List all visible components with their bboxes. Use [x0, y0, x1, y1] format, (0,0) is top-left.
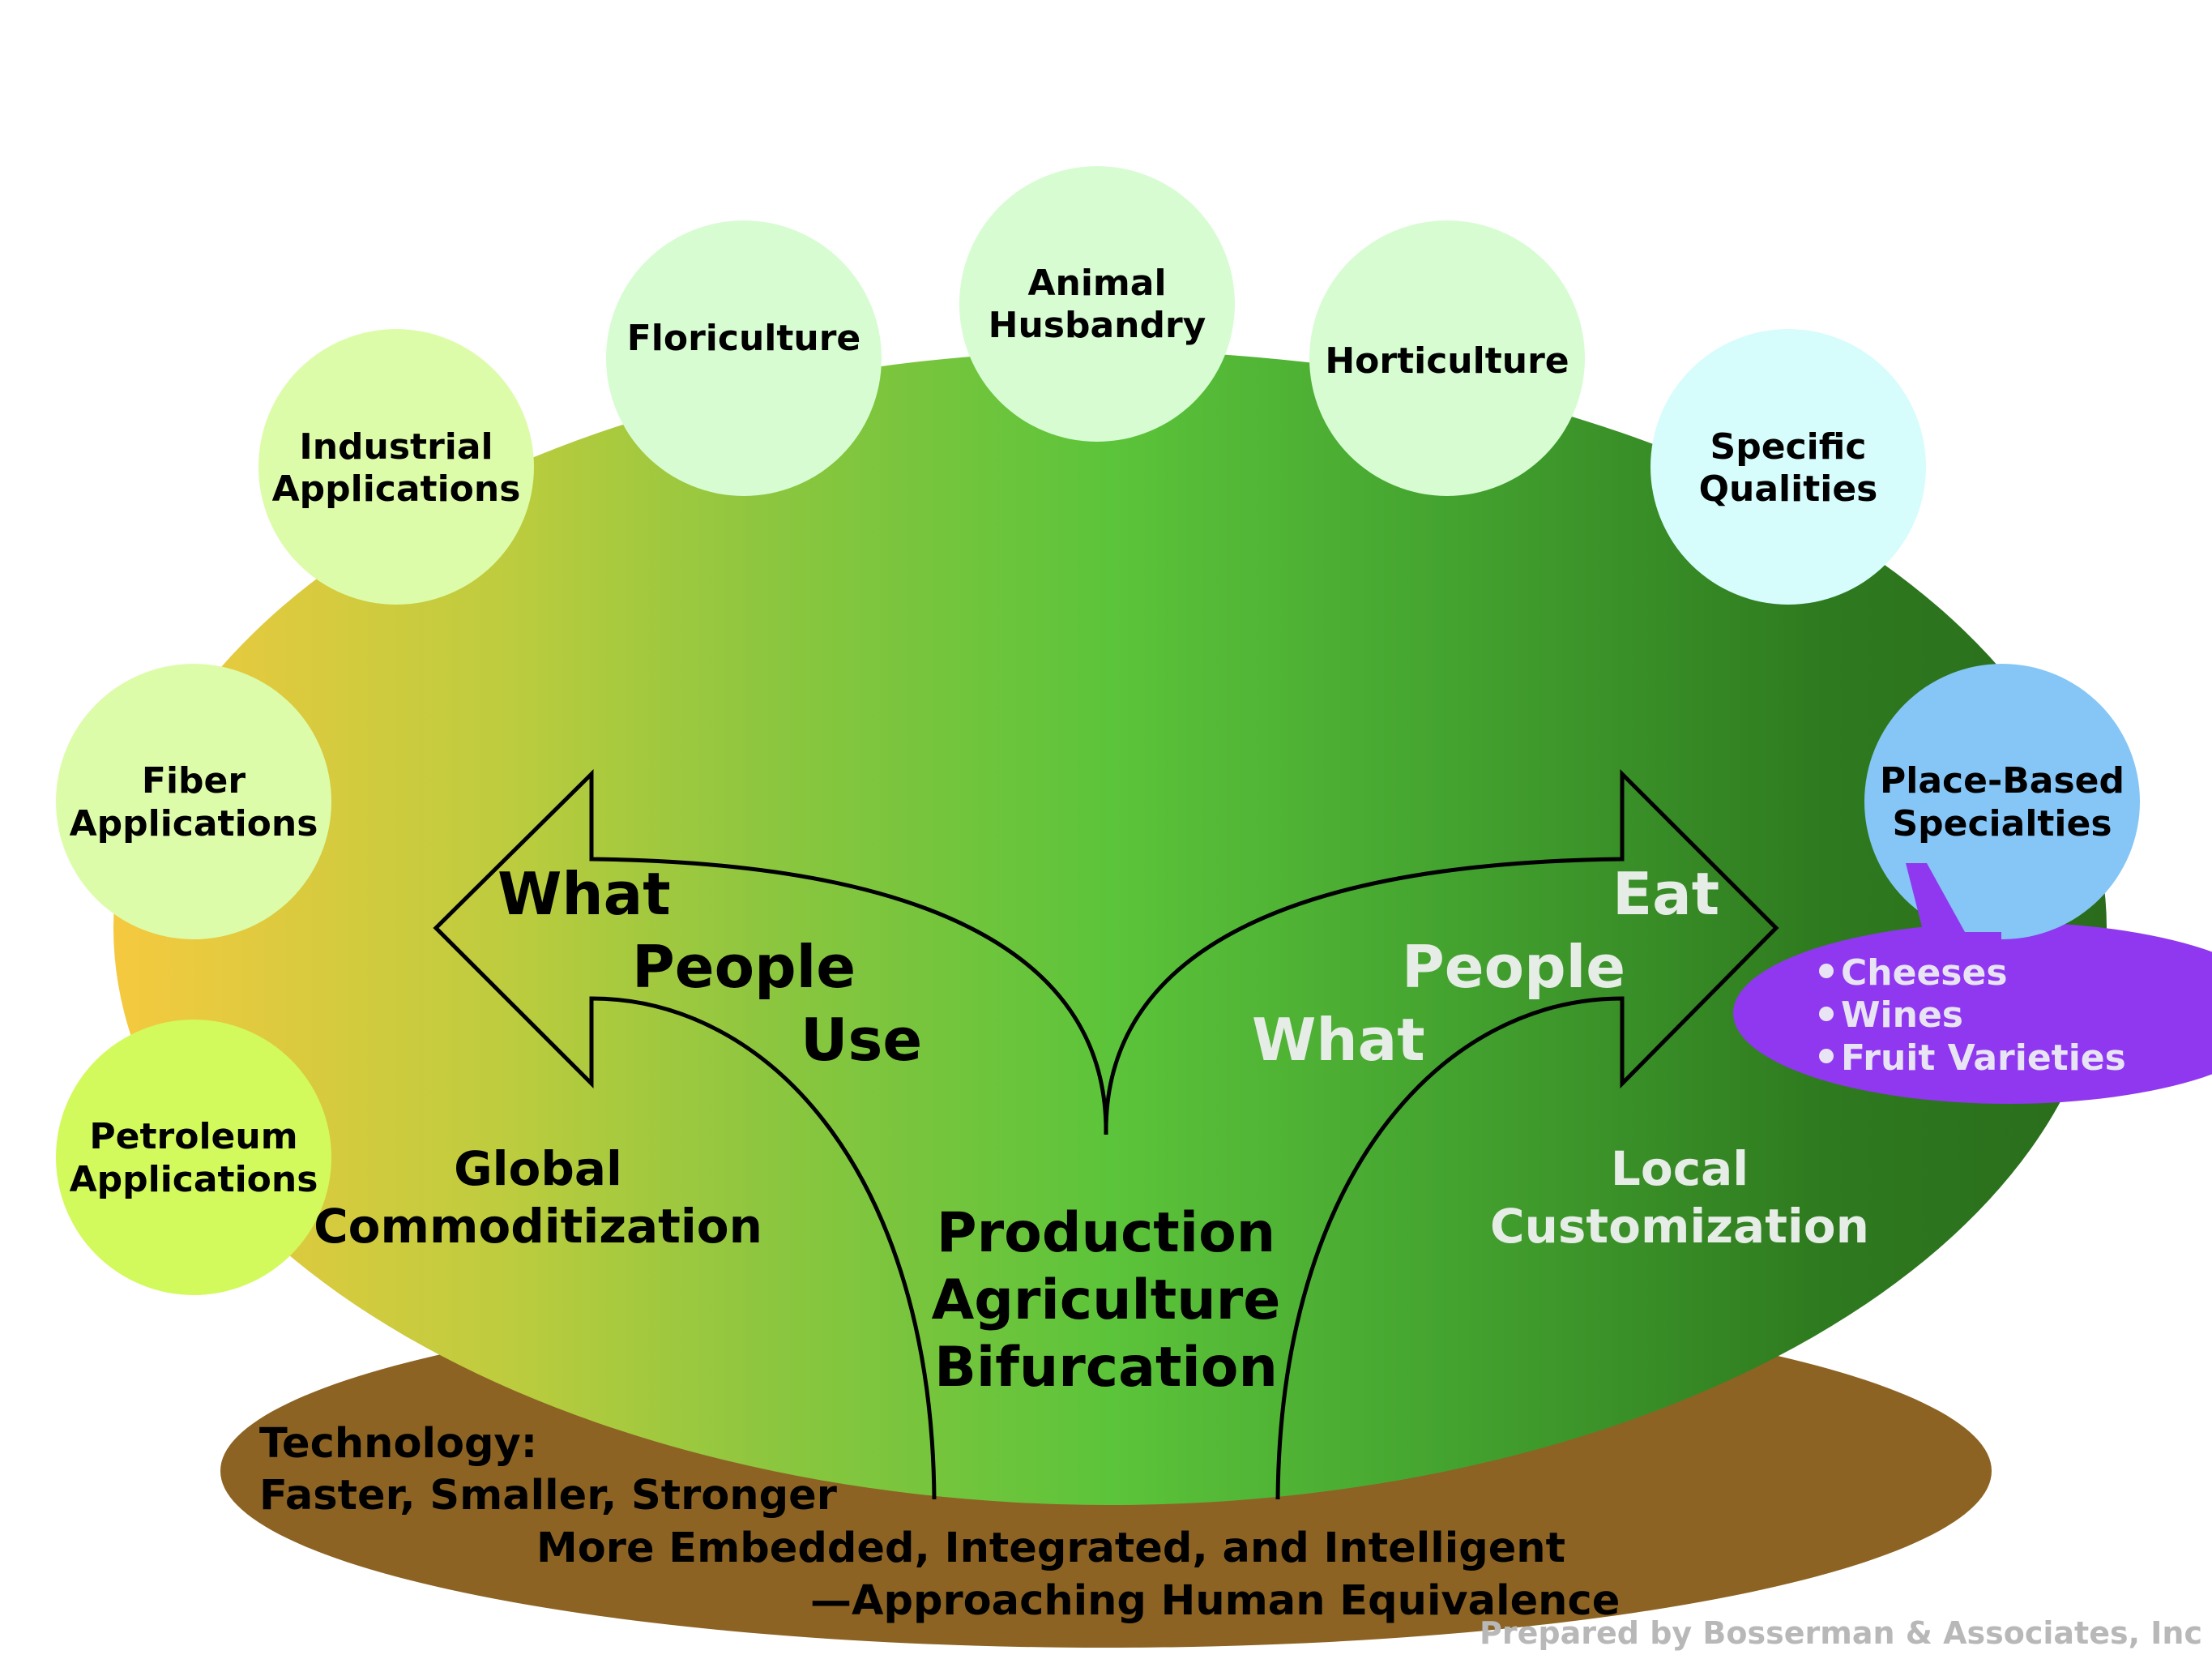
- svg-text:Horticulture: Horticulture: [1325, 340, 1569, 382]
- circle-label-line: Animal: [1027, 263, 1166, 304]
- circle-label-line: Specific: [1710, 426, 1867, 468]
- svg-text:Agriculture: Agriculture: [932, 1268, 1281, 1332]
- svg-text:Local: Local: [1611, 1141, 1749, 1196]
- center-title: Production Agriculture Bifurcation: [932, 1201, 1281, 1400]
- right-arrow-label: Eat People What: [1252, 860, 1719, 1074]
- circle-label-line: Industrial: [299, 426, 493, 468]
- technology-line: —Approaching Human Equivalence: [810, 1577, 1620, 1625]
- bullet-icon: [1819, 1007, 1834, 1021]
- side-label-line: Customization: [1490, 1199, 1869, 1254]
- technology-line: Technology:: [259, 1420, 537, 1468]
- technology-line: Faster, Smaller, Stronger: [259, 1472, 837, 1520]
- callout-tail: [1906, 863, 2001, 952]
- circle-label-line: Applications: [70, 803, 318, 844]
- svg-text:Technology:: Technology:: [259, 1420, 537, 1468]
- circle-label-line: Qualities: [1699, 468, 1878, 510]
- circle-floriculture: Floriculture: [606, 220, 882, 496]
- circle-label-line: Petroleum: [89, 1116, 297, 1157]
- circle-place-based-specialties: Place-Based Specialties: [1864, 664, 2140, 939]
- svg-text:Fruit Varieties: Fruit Varieties: [1841, 1037, 2126, 1079]
- svg-text:Husbandry: Husbandry: [989, 305, 1206, 346]
- svg-text:Applications: Applications: [70, 803, 318, 844]
- svg-text:More Embedded, Integrated, and: More Embedded, Integrated, and Intellige…: [536, 1524, 1565, 1572]
- credit-text: Prepared by Bosserman & Associates, Inc: [1480, 1615, 2202, 1651]
- bullet-icon: [1819, 964, 1834, 978]
- svg-text:Commoditization: Commoditization: [314, 1199, 762, 1254]
- circle-specific-qualities: Specific Qualities: [1650, 329, 1926, 605]
- list-item: Cheeses: [1841, 952, 2008, 994]
- circle-label-line: Specialties: [1892, 803, 2112, 844]
- left-arrow: [433, 769, 1108, 1500]
- arrow-word: What: [497, 860, 671, 928]
- svg-text:—Approaching Human Equivalence: —Approaching Human Equivalence: [810, 1577, 1620, 1625]
- side-label-line: Commoditization: [314, 1199, 762, 1254]
- bullet-icon: [1819, 1049, 1834, 1063]
- svg-text:People: People: [1402, 933, 1625, 1001]
- svg-text:Industrial: Industrial: [299, 426, 493, 468]
- svg-text:Fiber: Fiber: [142, 760, 246, 802]
- svg-text:Place-Based: Place-Based: [1880, 760, 2124, 802]
- circle-animal-husbandry: Animal Husbandry: [959, 166, 1235, 442]
- svg-text:Cheeses: Cheeses: [1841, 952, 2008, 994]
- svg-text:People: People: [632, 933, 856, 1001]
- svg-text:Wines: Wines: [1841, 994, 1963, 1036]
- arrow-word: Use: [801, 1006, 922, 1074]
- circle-label-line: Floriculture: [627, 318, 861, 359]
- circle-label-line: Applications: [272, 468, 521, 510]
- svg-text:Animal: Animal: [1027, 263, 1166, 304]
- center-title-line: Bifurcation: [934, 1336, 1278, 1400]
- circle-label-line: Applications: [70, 1159, 318, 1200]
- svg-text:Specific: Specific: [1710, 426, 1867, 468]
- left-arrow-label: What People Use: [497, 860, 922, 1074]
- circle-horticulture: Horticulture: [1309, 220, 1585, 496]
- svg-text:Floriculture: Floriculture: [627, 318, 861, 359]
- list-item: Wines: [1841, 994, 1963, 1036]
- circle-petroleum-applications: Petroleum Applications: [56, 1020, 331, 1295]
- local-customization: Local Customization: [1490, 1141, 1869, 1254]
- svg-text:Faster, Smaller, Stronger: Faster, Smaller, Stronger: [259, 1472, 837, 1520]
- arrow-word: People: [632, 933, 856, 1001]
- svg-text:Qualities: Qualities: [1699, 468, 1878, 510]
- svg-text:Use: Use: [801, 1006, 922, 1074]
- svg-text:Applications: Applications: [70, 1159, 318, 1200]
- arrow-word: Eat: [1612, 860, 1719, 928]
- side-label-line: Global: [454, 1141, 622, 1196]
- list-item: Fruit Varieties: [1841, 1037, 2126, 1079]
- svg-text:Production: Production: [937, 1201, 1275, 1265]
- svg-text:Specialties: Specialties: [1892, 803, 2112, 844]
- circle-fiber-applications: Fiber Applications: [56, 664, 331, 939]
- global-commoditization: Global Commoditization: [314, 1141, 762, 1254]
- technology-line: More Embedded, Integrated, and Intellige…: [536, 1524, 1565, 1572]
- circle-label-line: Horticulture: [1325, 340, 1569, 382]
- callout-list: Cheeses Wines Fruit Varieties: [1819, 952, 2126, 1079]
- center-title-line: Production: [937, 1201, 1275, 1265]
- circle-label-line: Place-Based: [1880, 760, 2124, 802]
- svg-text:Customization: Customization: [1490, 1199, 1869, 1254]
- svg-text:What: What: [1252, 1006, 1425, 1074]
- svg-text:Global: Global: [454, 1141, 622, 1196]
- arrow-word: What: [1252, 1006, 1425, 1074]
- technology-text: Technology: Faster, Smaller, Stronger Mo…: [259, 1420, 1620, 1625]
- arrow-word: People: [1402, 933, 1625, 1001]
- svg-text:What: What: [497, 860, 671, 928]
- center-title-line: Agriculture: [932, 1268, 1281, 1332]
- side-label-line: Local: [1611, 1141, 1749, 1196]
- svg-text:Applications: Applications: [272, 468, 521, 510]
- circle-label-line: Husbandry: [989, 305, 1206, 346]
- circle-label-line: Fiber: [142, 760, 246, 802]
- callout-bubble: [1733, 922, 2212, 1104]
- right-arrow: [1104, 768, 1779, 1500]
- main-ellipse: [113, 351, 2107, 1505]
- svg-text:Petroleum: Petroleum: [89, 1116, 297, 1157]
- credit-label: Prepared by Bosserman & Associates, Inc: [1480, 1615, 2202, 1651]
- svg-text:Bifurcation: Bifurcation: [934, 1336, 1278, 1400]
- svg-text:Eat: Eat: [1612, 860, 1719, 928]
- circle-industrial-applications: Industrial Applications: [258, 329, 534, 605]
